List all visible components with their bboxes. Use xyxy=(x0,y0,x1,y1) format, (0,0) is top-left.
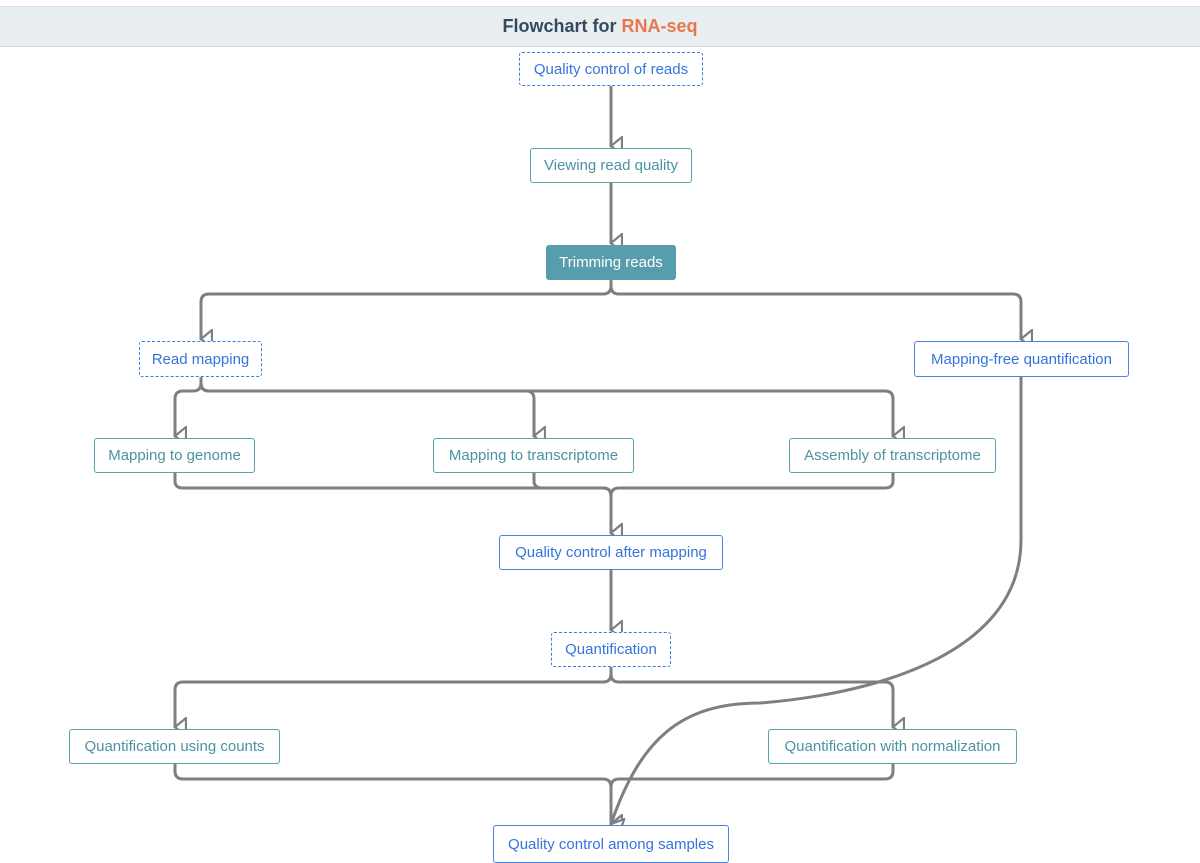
node-read-mapping[interactable]: Read mapping xyxy=(139,341,262,377)
title-prefix: Flowchart for xyxy=(502,16,617,36)
node-quality-control-among-samples[interactable]: Quality control among samples xyxy=(493,825,729,863)
edge-read-mapping-to-assembly xyxy=(199,375,893,436)
edge-transcriptome-to-qc-after xyxy=(532,471,611,533)
edge-normalization-to-qc-samples xyxy=(611,762,895,824)
edge-quantification-to-counts xyxy=(175,665,613,727)
node-mapping-to-genome[interactable]: Mapping to genome xyxy=(94,438,255,473)
edge-genome-to-qc-after xyxy=(173,471,611,533)
node-quality-control-after-mapping[interactable]: Quality control after mapping xyxy=(499,535,723,570)
edge-mapping-free-to-qc-samples xyxy=(611,375,1023,824)
edge-assembly-to-qc-after xyxy=(611,471,895,533)
edge-quantification-to-normalization xyxy=(609,665,893,727)
node-quantification-with-normalization[interactable]: Quantification with normalization xyxy=(768,729,1017,764)
edge-counts-to-qc-samples xyxy=(173,762,611,824)
node-assembly-of-transcriptome[interactable]: Assembly of transcriptome xyxy=(789,438,996,473)
title-accent: RNA-seq xyxy=(621,16,698,36)
edge-read-mapping-to-genome xyxy=(175,375,203,436)
node-viewing-read-quality[interactable]: Viewing read quality xyxy=(530,148,692,183)
node-quality-control-of-reads[interactable]: Quality control of reads xyxy=(519,52,703,86)
edge-trimming-to-mapping-free xyxy=(609,278,1021,339)
node-trimming-reads[interactable]: Trimming reads xyxy=(546,245,676,280)
edge-read-mapping-to-transcriptome xyxy=(199,375,534,436)
page-title: Flowchart for RNA-seq xyxy=(0,6,1200,47)
edge-trimming-to-read-mapping xyxy=(201,278,613,339)
node-mapping-to-transcriptome[interactable]: Mapping to transcriptome xyxy=(433,438,634,473)
node-quantification-using-counts[interactable]: Quantification using counts xyxy=(69,729,280,764)
node-mapping-free-quantification[interactable]: Mapping-free quantification xyxy=(914,341,1129,377)
node-quantification[interactable]: Quantification xyxy=(551,632,671,667)
